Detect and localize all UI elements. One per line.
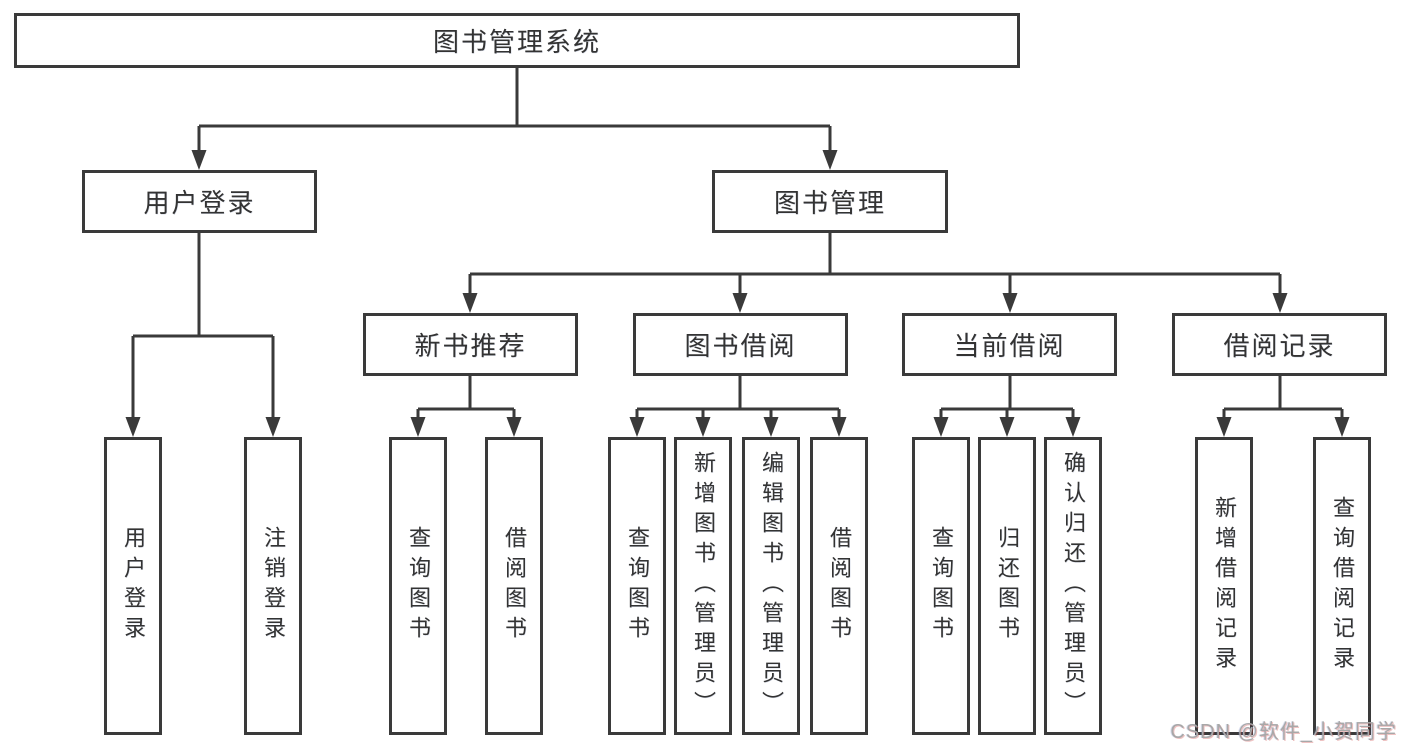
- connector-currentborrow-to-leaves: [939, 376, 1075, 420]
- leaf-query-book-2: 查询图书: [608, 437, 666, 735]
- node-book-management: 图书管理: [712, 170, 948, 233]
- leaf-label: 借阅图书: [827, 526, 852, 646]
- node-label: 当前借阅: [953, 331, 1066, 361]
- leaf-borrow-book-1: 借阅图书: [485, 437, 543, 735]
- leaf-return-book: 归还图书: [978, 437, 1036, 735]
- leaf-label: 确认归还（管理员）: [1061, 451, 1086, 721]
- node-book-borrow: 图书借阅: [633, 313, 848, 376]
- connector-root-to-level2: [197, 68, 832, 153]
- node-label: 图书管理: [773, 188, 886, 218]
- node-label: 借阅记录: [1223, 331, 1336, 361]
- node-label: 用户登录: [143, 188, 256, 218]
- leaf-label: 查询图书: [406, 526, 431, 646]
- leaf-logout: 注销登录: [244, 437, 302, 735]
- connector-userlogin-to-leaves: [131, 233, 275, 420]
- leaf-query-book-1: 查询图书: [389, 437, 447, 735]
- leaf-label: 新增图书（管理员）: [691, 451, 716, 721]
- node-label: 新书推荐: [414, 331, 527, 361]
- leaf-add-book-admin: 新增图书（管理员）: [674, 437, 732, 735]
- node-borrow-record: 借阅记录: [1172, 313, 1387, 376]
- leaf-query-borrow-record: 查询借阅记录: [1313, 437, 1371, 735]
- leaf-label: 用户登录: [121, 526, 146, 646]
- connector-newbook-to-leaves: [416, 376, 516, 420]
- connector-bookmgmt-to-level3: [468, 233, 1282, 296]
- leaf-query-book-3: 查询图书: [912, 437, 970, 735]
- leaf-label: 查询借阅记录: [1330, 496, 1355, 676]
- leaf-label: 编辑图书（管理员）: [759, 451, 784, 721]
- node-user-login: 用户登录: [82, 170, 317, 233]
- leaf-label: 注销登录: [261, 526, 286, 646]
- connector-borrowrecord-to-leaves: [1222, 376, 1344, 420]
- node-current-borrow: 当前借阅: [902, 313, 1117, 376]
- leaf-label: 查询图书: [929, 526, 954, 646]
- leaf-label: 借阅图书: [502, 526, 527, 646]
- leaf-label: 新增借阅记录: [1212, 496, 1237, 676]
- node-label: 图书借阅: [684, 331, 797, 361]
- node-root-system: 图书管理系统: [14, 13, 1020, 68]
- leaf-borrow-book-2: 借阅图书: [810, 437, 868, 735]
- node-new-book-recommend: 新书推荐: [363, 313, 578, 376]
- connector-bookborrow-to-leaves: [635, 376, 841, 420]
- csdn-watermark: CSDN @软件_小贺同学: [1170, 721, 1397, 743]
- leaf-user-login: 用户登录: [104, 437, 162, 735]
- node-root-label: 图书管理系统: [432, 27, 601, 57]
- leaf-label: 查询图书: [625, 526, 650, 646]
- leaf-add-borrow-record: 新增借阅记录: [1195, 437, 1253, 735]
- leaf-edit-book-admin: 编辑图书（管理员）: [742, 437, 800, 735]
- leaf-confirm-return-admin: 确认归还（管理员）: [1044, 437, 1102, 735]
- leaf-label: 归还图书: [995, 526, 1020, 646]
